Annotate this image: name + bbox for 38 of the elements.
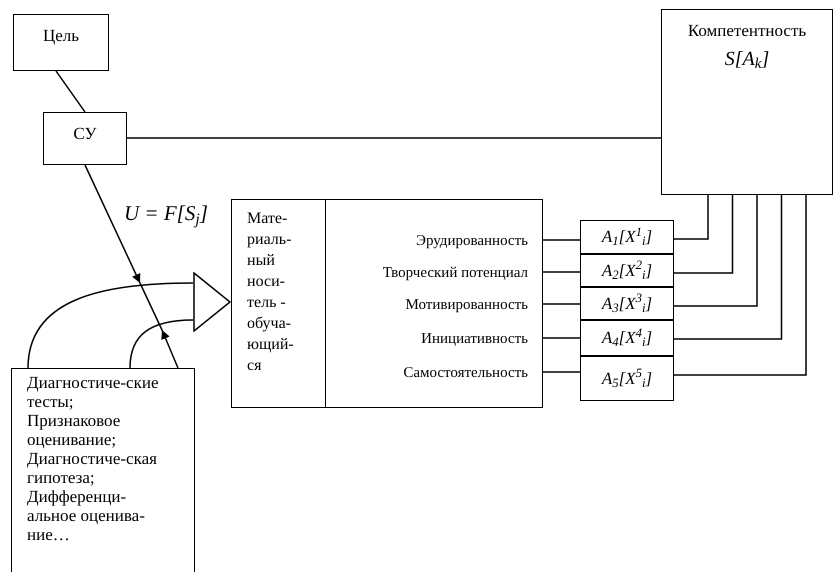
connector-line [543, 271, 580, 273]
box-label: Мате-риаль-ный носи-тель - обуча-ющий-ся [247, 209, 295, 376]
trait-label: Самостоятельность [326, 362, 544, 384]
trait-label: Эрудированность [326, 230, 544, 252]
formula-cell: A$_{5}$[X$^{5}$$_{i}$] [580, 356, 674, 401]
arrow [161, 330, 179, 368]
trait-panel [325, 199, 543, 408]
box-label: Компетентность [688, 20, 806, 42]
box-label: Диагностиче-ские тесты; Признаковое оценивание; Диагностиче-ская гипотеза; Дифференци-альное оценива-ние… [27, 373, 160, 544]
formula-cell: A$_{1}$[X$^{1}$$_{i}$] [580, 220, 674, 254]
amplifier-triangle [193, 272, 231, 332]
formula-label: S[A$_{k}$] [724, 46, 770, 74]
formula-cell: A$_{2}$[X$^{2}$$_{i}$] [580, 254, 674, 287]
box-label: Цель [42, 25, 80, 47]
trait-label: Мотивированность [326, 294, 544, 316]
trait-label: Творческий потенциал [326, 262, 544, 284]
curved-line [129, 319, 194, 368]
connector-line [674, 195, 709, 240]
connector-line [543, 239, 580, 241]
arrow [84, 164, 141, 284]
connector-line [55, 70, 86, 112]
curved-line [27, 282, 194, 368]
formula-cell: A$_{4}$[X$^{4}$$_{i}$] [580, 320, 674, 356]
connector-line [674, 195, 734, 274]
competence-box [661, 9, 833, 195]
connector-line [674, 195, 758, 307]
box-label: СУ [73, 123, 97, 145]
trait-label: Инициативность [326, 328, 544, 350]
connector-line [543, 337, 580, 339]
connector-line [127, 137, 661, 139]
formula-cell: A$_{3}$[X$^{3}$$_{i}$] [580, 287, 674, 320]
connector-line [674, 195, 807, 376]
connector-line [543, 371, 580, 373]
connector-line [543, 303, 580, 305]
connector-line [674, 195, 782, 340]
note-box [11, 368, 195, 572]
process-box [43, 112, 127, 165]
process-box [13, 14, 109, 71]
